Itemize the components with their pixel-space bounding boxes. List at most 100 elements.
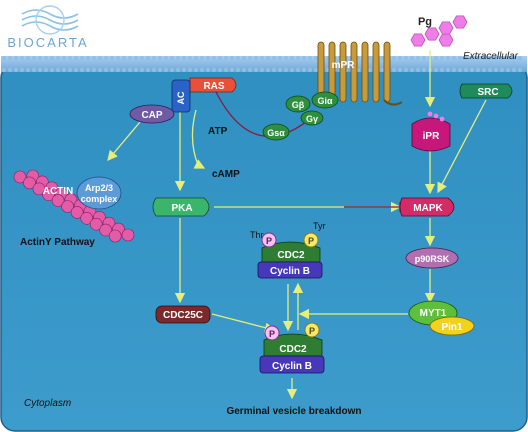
lipid-head <box>14 68 18 72</box>
g-alpha-s-node <box>262 123 290 141</box>
arrow-cap-arp23 <box>107 121 141 161</box>
phospho-tyr-upper-label: P <box>308 236 314 246</box>
cap-label: CAP <box>141 110 162 121</box>
lipid-head <box>506 56 510 60</box>
actin-bead <box>51 194 65 207</box>
lipid-head <box>140 56 144 60</box>
actin-bead <box>13 170 27 184</box>
actin-bead <box>108 229 122 243</box>
pg-hexagon <box>424 27 440 41</box>
lipid-head <box>392 56 396 60</box>
cyclin-b-lower-node <box>259 355 325 374</box>
lipid-head <box>518 68 522 72</box>
lipid-head <box>146 56 150 60</box>
lipid-head <box>506 68 510 72</box>
lipid-head <box>176 56 180 60</box>
lipid-head <box>272 68 276 72</box>
phospho-thr-upper <box>261 232 277 248</box>
lipid-head <box>248 56 252 60</box>
lipid-head <box>470 56 474 60</box>
cyclin-b-lower-label: Cyclin B <box>272 361 312 372</box>
lipid-head <box>434 68 438 72</box>
pg-hexagon <box>452 15 468 29</box>
lipid-head <box>188 68 192 72</box>
lipid-head <box>266 68 270 72</box>
g-alpha-i-node <box>311 91 339 109</box>
lipid-head <box>494 56 498 60</box>
lipid-head <box>104 56 108 60</box>
lipid-head <box>512 68 516 72</box>
cytoplasm-label: Cytoplasm <box>24 398 71 409</box>
lipid-head <box>218 68 222 72</box>
lipid-head <box>44 68 48 72</box>
actin-bead <box>89 217 103 231</box>
ras-node <box>189 77 237 93</box>
pg-hexagon <box>438 33 454 47</box>
g-gamma-node <box>300 110 324 126</box>
lipid-head <box>80 68 84 72</box>
lipid-head <box>380 56 384 60</box>
extracellular-label: Extracellular <box>463 51 519 62</box>
lipid-head <box>98 68 102 72</box>
lipid-head <box>86 68 90 72</box>
lipid-head <box>482 56 486 60</box>
lipid-head <box>134 68 138 72</box>
lipid-head <box>416 68 420 72</box>
lipid-head <box>308 56 312 60</box>
lipid-head <box>236 56 240 60</box>
lipid-head <box>170 56 174 60</box>
lipid-head <box>20 68 24 72</box>
lipid-head <box>38 68 42 72</box>
pg-ligand <box>410 15 468 47</box>
arrow-src-mapk <box>437 99 487 194</box>
lipid-head <box>500 68 504 72</box>
cyclin-b-upper-node <box>257 261 323 279</box>
lipid-head <box>470 68 474 72</box>
lipid-head <box>122 56 126 60</box>
lipid-head <box>452 56 456 60</box>
cdc25c-node <box>155 305 211 324</box>
arp23-label-line1: Arp2/3 <box>85 183 113 193</box>
lipid-head <box>206 68 210 72</box>
lipid-head <box>458 56 462 60</box>
lipid-head <box>74 68 78 72</box>
myt1-label: MYT1 <box>420 308 447 319</box>
ac-node <box>171 79 191 113</box>
cdc2-lower-label: CDC2 <box>279 344 307 355</box>
cdc2-cyclinb-upper <box>257 232 323 279</box>
mpr-label: mPR <box>332 60 356 71</box>
lipid-head <box>8 68 12 72</box>
arp23-label-line2: complex <box>81 194 118 204</box>
lipid-head <box>404 68 408 72</box>
phospho-tyr-lower <box>304 322 320 338</box>
lipid-head <box>194 68 198 72</box>
lipid-head <box>110 68 114 72</box>
lipid-head <box>26 56 30 60</box>
lipid-head <box>32 56 36 60</box>
lipid-head <box>26 68 30 72</box>
g-gamma-label: Gγ <box>306 114 318 124</box>
lipid-head <box>392 68 396 72</box>
tyr-label: Tyr <box>313 221 326 231</box>
lipid-head <box>440 56 444 60</box>
src-label: SRC <box>477 87 498 98</box>
lipid-head <box>62 68 66 72</box>
ras-label: RAS <box>203 81 224 92</box>
lipid-head <box>86 56 90 60</box>
lipid-head <box>464 68 468 72</box>
lipid-head <box>314 56 318 60</box>
lipid-head <box>152 56 156 60</box>
gvbd-label: Germinal vesicle breakdown <box>226 406 361 417</box>
arp23-node <box>76 176 122 210</box>
lipid-head <box>410 68 414 72</box>
phospho-tyr-upper <box>303 232 319 248</box>
actin-bead <box>23 176 36 190</box>
lipid-head <box>2 68 6 72</box>
lipid-head <box>212 68 216 72</box>
membrane-lipid-heads <box>2 56 522 72</box>
lipid-head <box>458 68 462 72</box>
lipid-head <box>92 56 96 60</box>
g-beta-node <box>285 95 311 113</box>
